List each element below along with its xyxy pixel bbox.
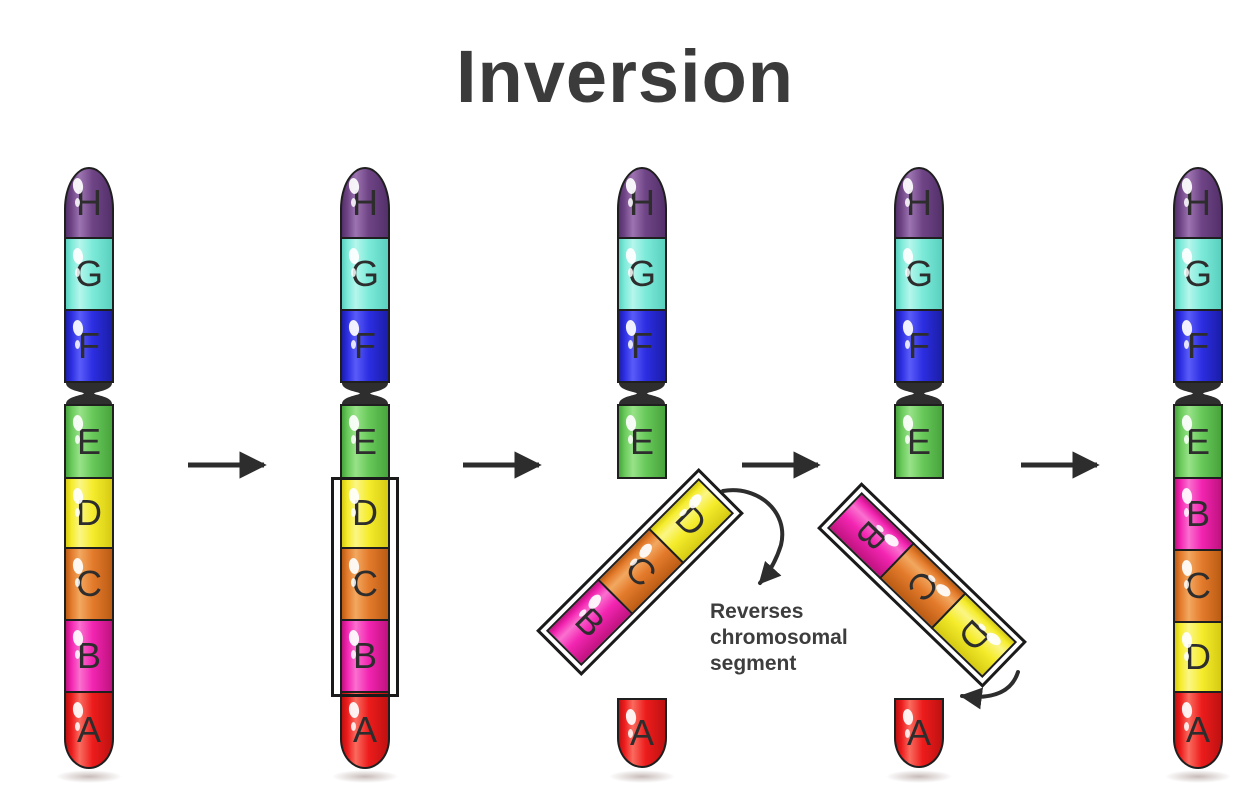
- segment-label-F: F: [78, 325, 100, 366]
- segment-label-F: F: [1187, 325, 1209, 366]
- segment-H: H: [617, 167, 667, 239]
- gloss-highlight-icon: [1184, 652, 1189, 661]
- segment-label-F: F: [908, 325, 930, 366]
- segment-A: A: [617, 698, 667, 768]
- gloss-highlight-icon: [628, 729, 633, 738]
- gloss-highlight-icon: [75, 435, 80, 444]
- gloss-highlight-icon: [75, 722, 80, 731]
- chromosome-4-segment-reversed-detached-tail: A: [894, 698, 944, 768]
- gloss-highlight-icon: [351, 650, 356, 659]
- chromosome-shadow: [886, 770, 952, 783]
- segment-G: G: [617, 237, 667, 311]
- centromere: [342, 383, 388, 404]
- segment-E: E: [1173, 404, 1223, 479]
- centromere: [619, 383, 665, 404]
- gloss-highlight-icon: [1184, 198, 1189, 207]
- centromere: [66, 383, 112, 404]
- gloss-highlight-icon: [75, 650, 80, 659]
- segment-C: C: [340, 547, 390, 621]
- segment-A: A: [894, 698, 944, 768]
- segment-G: G: [340, 237, 390, 311]
- gloss-highlight-icon: [628, 435, 633, 444]
- segment-F: F: [617, 309, 667, 383]
- segment-E: E: [64, 404, 114, 479]
- segment-label-F: F: [631, 325, 653, 366]
- segment-H: H: [1173, 167, 1223, 239]
- gloss-highlight-icon: [628, 268, 633, 277]
- gloss-highlight-icon: [351, 340, 356, 349]
- segment-label-A: A: [76, 709, 101, 750]
- segment-H: H: [340, 167, 390, 239]
- segment-C: C: [64, 547, 114, 621]
- gloss-highlight-icon: [905, 268, 910, 277]
- gloss-highlight-icon: [75, 508, 80, 517]
- gloss-highlight-icon: [1184, 268, 1189, 277]
- reverses-annotation: Reverses chromosomal segment: [710, 600, 848, 675]
- segment-B: B: [1173, 477, 1223, 551]
- segment-F: F: [894, 309, 944, 383]
- segment-C: C: [1173, 549, 1223, 623]
- gloss-highlight-icon: [905, 340, 910, 349]
- segment-H: H: [64, 167, 114, 239]
- gloss-highlight-icon: [905, 198, 910, 207]
- segment-A: A: [64, 691, 114, 769]
- gloss-highlight-icon: [1184, 722, 1189, 731]
- gloss-highlight-icon: [351, 508, 356, 517]
- chromosome-shadow: [332, 770, 398, 783]
- segment-G: G: [64, 237, 114, 311]
- segment-G: G: [894, 237, 944, 311]
- segment-E: E: [894, 404, 944, 479]
- segment-H: H: [894, 167, 944, 239]
- segment-D: D: [340, 477, 390, 549]
- gloss-highlight-icon: [351, 198, 356, 207]
- segment-B: B: [64, 619, 114, 693]
- segment-E: E: [340, 404, 390, 479]
- centromere: [896, 383, 942, 404]
- gloss-highlight-icon: [75, 340, 80, 349]
- segment-A: A: [1173, 691, 1223, 769]
- chromosome-shadow: [1165, 770, 1231, 783]
- gloss-highlight-icon: [1184, 508, 1189, 517]
- segment-A: A: [340, 691, 390, 769]
- gloss-highlight-icon: [351, 435, 356, 444]
- diagram-title: Inversion: [456, 35, 794, 118]
- gloss-highlight-icon: [628, 198, 633, 207]
- gloss-highlight-icon: [1184, 340, 1189, 349]
- segment-F: F: [1173, 309, 1223, 383]
- chromosome-shadow: [609, 770, 675, 783]
- segment-label-A: A: [1185, 709, 1210, 750]
- segment-F: F: [340, 309, 390, 383]
- gloss-highlight-icon: [1184, 580, 1189, 589]
- segment-D: D: [64, 477, 114, 549]
- gloss-highlight-icon: [1184, 435, 1189, 444]
- chromosome-shadow: [56, 770, 122, 783]
- gloss-highlight-icon: [351, 268, 356, 277]
- segment-E: E: [617, 404, 667, 479]
- chromosome-3-segment-excised-detached-tail: A: [617, 698, 667, 768]
- segment-G: G: [1173, 237, 1223, 311]
- gloss-highlight-icon: [75, 578, 80, 587]
- gloss-highlight-icon: [905, 435, 910, 444]
- gloss-highlight-icon: [905, 729, 910, 738]
- inversion-segment-selection-box: [331, 477, 399, 697]
- segment-label-F: F: [354, 325, 376, 366]
- segment-F: F: [64, 309, 114, 383]
- gloss-highlight-icon: [351, 722, 356, 731]
- gloss-highlight-icon: [75, 268, 80, 277]
- centromere: [1175, 383, 1221, 404]
- gloss-highlight-icon: [351, 578, 356, 587]
- segment-label-A: A: [352, 709, 377, 750]
- gloss-highlight-icon: [628, 340, 633, 349]
- segment-D: D: [1173, 621, 1223, 693]
- gloss-highlight-icon: [75, 198, 80, 207]
